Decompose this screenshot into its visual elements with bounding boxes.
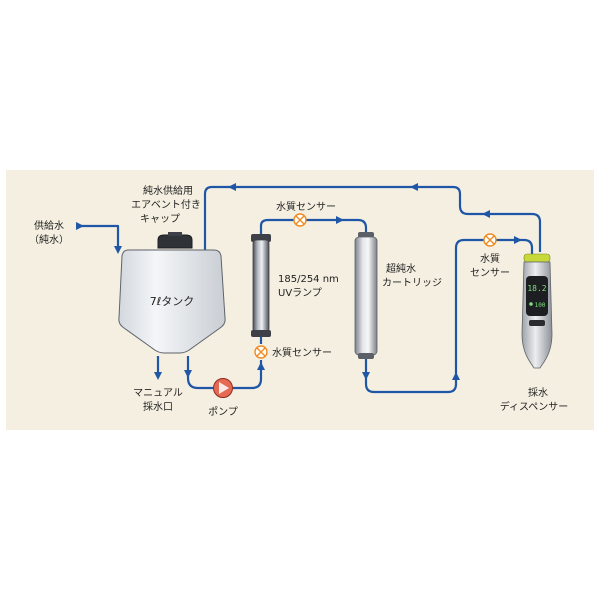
pipe-pump-to-uv <box>233 360 263 390</box>
labels: 供給水 （純水） 純水供給用 エアベント付き キャップ マニュアル 採水口 ポン… <box>29 184 568 418</box>
label-pump: ポンプ <box>208 406 238 418</box>
sensor-bottom <box>254 345 268 359</box>
tank-label: 7ℓタンク <box>150 295 195 308</box>
pipes <box>78 185 542 394</box>
cartridge-body <box>354 236 378 356</box>
pipe-cartridge-out <box>364 238 534 394</box>
label-sensor-bottom: 水質センサー <box>272 346 332 359</box>
tank: 7ℓタンク <box>118 232 226 354</box>
arrow-icon <box>184 370 192 378</box>
label-vent-cap-3: キャップ <box>140 213 180 225</box>
pipe-to-pump <box>186 356 213 390</box>
label-vent-cap-2: エアベント付き <box>131 198 201 211</box>
label-sensor-right-1: 水質 <box>480 252 500 265</box>
dispenser-display <box>526 276 548 316</box>
dispenser: 18.2 100 <box>521 253 553 369</box>
tank-body <box>118 249 226 354</box>
arrow-icon <box>114 246 122 254</box>
cartridge <box>354 232 378 359</box>
arrow-icon <box>362 372 370 380</box>
arrow-icon <box>336 216 344 224</box>
sensor-right <box>483 233 497 247</box>
uv-lamp <box>251 234 271 337</box>
label-supply-water-sub: （純水） <box>29 233 69 246</box>
display-top: 18.2 <box>527 284 546 293</box>
arrow-icon <box>452 372 460 380</box>
arrow-icon <box>76 222 84 230</box>
label-dispenser-2: ディスペンサー <box>500 400 569 413</box>
pipe-top-return <box>203 185 542 252</box>
arrow-icon <box>257 362 265 370</box>
arrow-icon <box>410 183 418 191</box>
label-cartridge-2: カートリッジ <box>382 277 442 289</box>
pipe-supply <box>78 224 120 248</box>
arrow-icon <box>154 372 162 380</box>
arrow-icon <box>482 210 490 218</box>
display-bottom: 100 <box>535 302 546 309</box>
pipe-uv-to-cartridge <box>259 218 368 236</box>
arrow-icon <box>514 236 522 244</box>
label-dispenser-1: 採水 <box>528 386 548 399</box>
label-uv-lamp-2: UVランプ <box>278 287 322 299</box>
label-sensor-top: 水質センサー <box>276 200 336 213</box>
uv-lamp-body <box>252 239 270 333</box>
arrow-icon <box>228 183 236 191</box>
pump <box>213 378 233 398</box>
vent-cap <box>157 232 193 249</box>
flow-arrows <box>76 183 522 380</box>
label-supply-water: 供給水 <box>34 219 64 232</box>
label-sensor-right-2: センサー <box>470 267 510 279</box>
label-manual-outlet-2: 採水口 <box>143 400 173 413</box>
label-uv-lamp-1: 185/254 nm <box>278 274 339 285</box>
label-manual-outlet-1: マニュアル <box>133 388 183 399</box>
label-cartridge-1: 超純水 <box>386 262 416 275</box>
sensor-top <box>293 213 307 227</box>
label-vent-cap-1: 純水供給用 <box>143 184 193 197</box>
